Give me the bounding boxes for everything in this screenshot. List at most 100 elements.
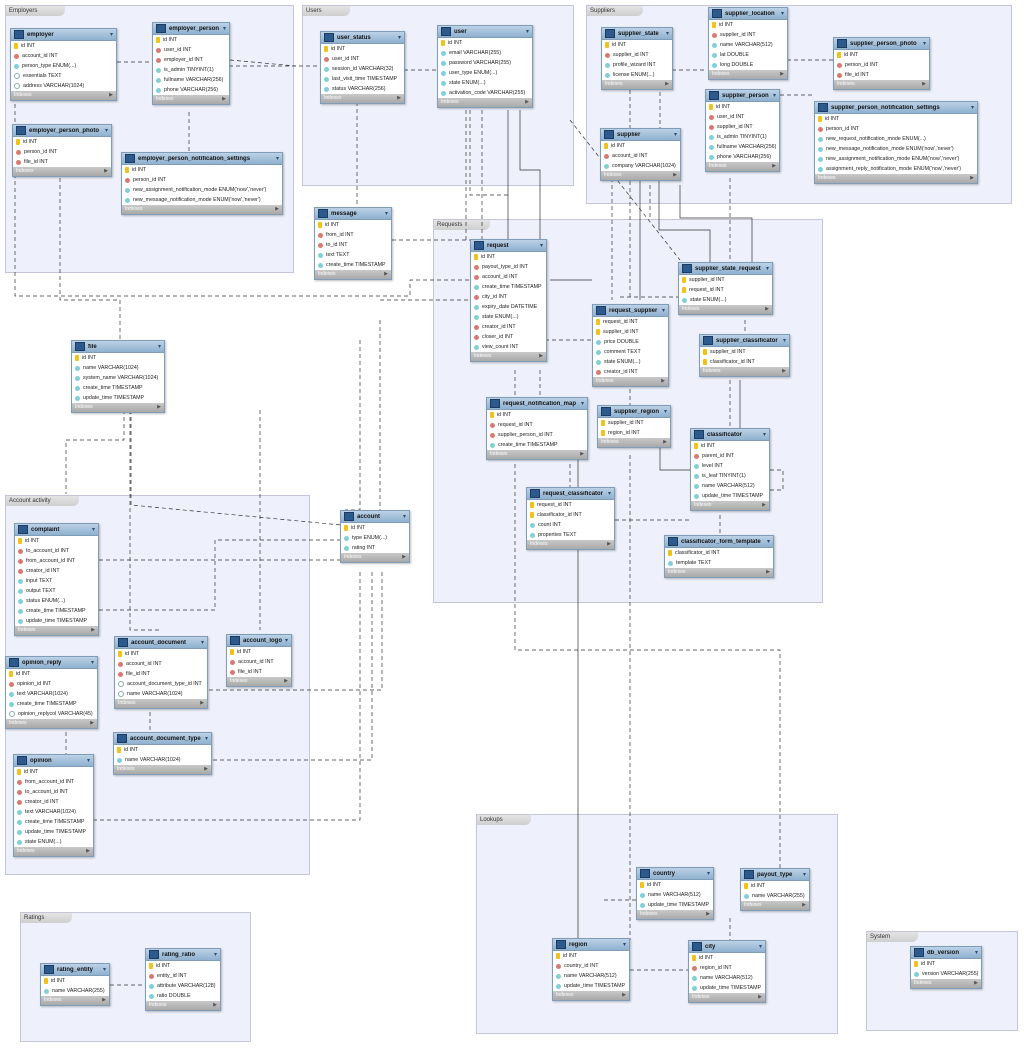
field-row[interactable]: person_id INT xyxy=(834,60,929,70)
indexes-footer[interactable]: Indexes▶ xyxy=(487,450,587,459)
collapse-arrow-icon[interactable]: ▾ xyxy=(580,401,584,407)
field-row[interactable]: email VARCHAR(255) xyxy=(438,48,532,58)
field-row[interactable]: account_id INT xyxy=(11,51,116,61)
indexes-footer[interactable]: Indexes▶ xyxy=(700,367,789,376)
field-row[interactable]: user_id INT xyxy=(706,112,779,122)
collapse-arrow-icon[interactable]: ▾ xyxy=(102,967,106,973)
field-row[interactable]: rating INT xyxy=(341,543,409,553)
indexes-footer[interactable]: Indexes▶ xyxy=(146,1001,220,1010)
field-row[interactable]: user_id INT xyxy=(321,54,404,64)
field-row[interactable]: view_count INT xyxy=(471,342,546,352)
field-row[interactable]: new_message_notification_mode ENUM('now'… xyxy=(122,195,282,205)
field-row[interactable]: payout_type_id INT xyxy=(471,262,546,272)
expand-arrow-icon[interactable]: ▶ xyxy=(102,997,106,1003)
collapse-arrow-icon[interactable]: ▾ xyxy=(104,128,108,134)
expand-arrow-icon[interactable]: ▶ xyxy=(765,306,769,312)
field-row[interactable]: essentials TEXT xyxy=(11,71,116,81)
field-row[interactable]: id INT xyxy=(691,441,769,451)
field-row[interactable]: to_account_id INT xyxy=(15,546,98,556)
field-row[interactable]: creator_id INT xyxy=(471,322,546,332)
expand-arrow-icon[interactable]: ▶ xyxy=(213,1002,217,1008)
table-header[interactable]: db_version▾ xyxy=(911,947,981,959)
expand-arrow-icon[interactable]: ▶ xyxy=(397,95,401,101)
field-row[interactable]: expiry_date DATETIME xyxy=(471,302,546,312)
field-row[interactable]: id INT xyxy=(706,102,779,112)
expand-arrow-icon[interactable]: ▶ xyxy=(384,271,388,277)
indexes-footer[interactable]: Indexes▶ xyxy=(115,699,207,708)
field-row[interactable]: supplier_id INT xyxy=(700,347,789,357)
field-row[interactable]: id INT xyxy=(146,961,220,971)
expand-arrow-icon[interactable]: ▶ xyxy=(706,911,710,917)
field-row[interactable]: city_id INT xyxy=(471,292,546,302)
indexes-footer[interactable]: Indexes▶ xyxy=(227,677,291,686)
field-row[interactable]: activation_code VARCHAR(255) xyxy=(438,88,532,98)
collapse-arrow-icon[interactable]: ▾ xyxy=(673,132,677,138)
table-header[interactable]: rating_ratio▾ xyxy=(146,949,220,961)
table-header[interactable]: account_document▾ xyxy=(115,637,207,649)
field-row[interactable]: price DOUBLE xyxy=(593,337,668,347)
field-row[interactable]: person_id INT xyxy=(13,147,111,157)
expand-arrow-icon[interactable]: ▶ xyxy=(104,168,108,174)
collapse-arrow-icon[interactable]: ▾ xyxy=(539,243,543,249)
field-row[interactable]: id INT xyxy=(15,536,98,546)
field-row[interactable]: employer_id INT xyxy=(153,55,229,65)
indexes-footer[interactable]: Indexes▶ xyxy=(689,993,765,1002)
indexes-footer[interactable]: Indexes▶ xyxy=(321,94,404,103)
table-header[interactable]: employer_person_photo▾ xyxy=(13,125,111,137)
field-row[interactable]: state ENUM(...) xyxy=(593,357,668,367)
table-header[interactable]: request_supplier▾ xyxy=(593,305,668,317)
collapse-arrow-icon[interactable]: ▾ xyxy=(402,514,406,520)
table-header[interactable]: supplier_state_request▾ xyxy=(679,263,772,275)
field-row[interactable]: fullname VARCHAR(256) xyxy=(153,75,229,85)
field-row[interactable]: id INT xyxy=(911,959,981,969)
expand-arrow-icon[interactable]: ▶ xyxy=(922,81,926,87)
table-header[interactable]: supplier_person▾ xyxy=(706,90,779,102)
field-row[interactable]: user_type ENUM(...) xyxy=(438,68,532,78)
collapse-arrow-icon[interactable]: ▾ xyxy=(222,26,226,32)
field-row[interactable]: license ENUM(...) xyxy=(602,70,672,80)
field-row[interactable]: id INT xyxy=(6,669,97,679)
field-row[interactable]: create_time TIMESTAMP xyxy=(15,606,98,616)
field-row[interactable]: supplier_id INT xyxy=(709,30,787,40)
table-header[interactable]: classificator_form_template▾ xyxy=(665,536,773,548)
field-row[interactable]: request_id INT xyxy=(679,285,772,295)
field-row[interactable]: name VARCHAR(1024) xyxy=(114,755,211,765)
field-row[interactable]: region_id INT xyxy=(598,428,670,438)
collapse-arrow-icon[interactable]: ▾ xyxy=(213,952,217,958)
field-row[interactable]: id INT xyxy=(637,880,713,890)
field-row[interactable]: input TEXT xyxy=(15,576,98,586)
indexes-footer[interactable]: Indexes▶ xyxy=(815,174,977,183)
table-header[interactable]: supplier_person_photo▾ xyxy=(834,38,929,50)
expand-arrow-icon[interactable]: ▶ xyxy=(665,81,669,87)
expand-arrow-icon[interactable]: ▶ xyxy=(402,554,406,560)
field-row[interactable]: state ENUM(...) xyxy=(679,295,772,305)
field-row[interactable]: file_id INT xyxy=(13,157,111,167)
field-row[interactable]: classificator_id INT xyxy=(700,357,789,367)
field-row[interactable]: state ENUM(...) xyxy=(14,837,93,847)
field-row[interactable]: update_time TIMESTAMP xyxy=(689,983,765,993)
table-header[interactable]: request_notification_map▾ xyxy=(487,398,587,410)
field-row[interactable]: classificator_id INT xyxy=(665,548,773,558)
field-row[interactable]: file_id INT xyxy=(115,669,207,679)
expand-arrow-icon[interactable]: ▶ xyxy=(673,172,677,178)
collapse-arrow-icon[interactable]: ▾ xyxy=(780,11,784,17)
field-row[interactable]: text TEXT xyxy=(315,250,391,260)
field-row[interactable]: level INT xyxy=(691,461,769,471)
field-row[interactable]: opinion_id INT xyxy=(6,679,97,689)
field-row[interactable]: create_time TIMESTAMP xyxy=(72,383,164,393)
table-header[interactable]: complaint▾ xyxy=(15,524,98,536)
table-header[interactable]: payout_type▾ xyxy=(741,869,809,881)
